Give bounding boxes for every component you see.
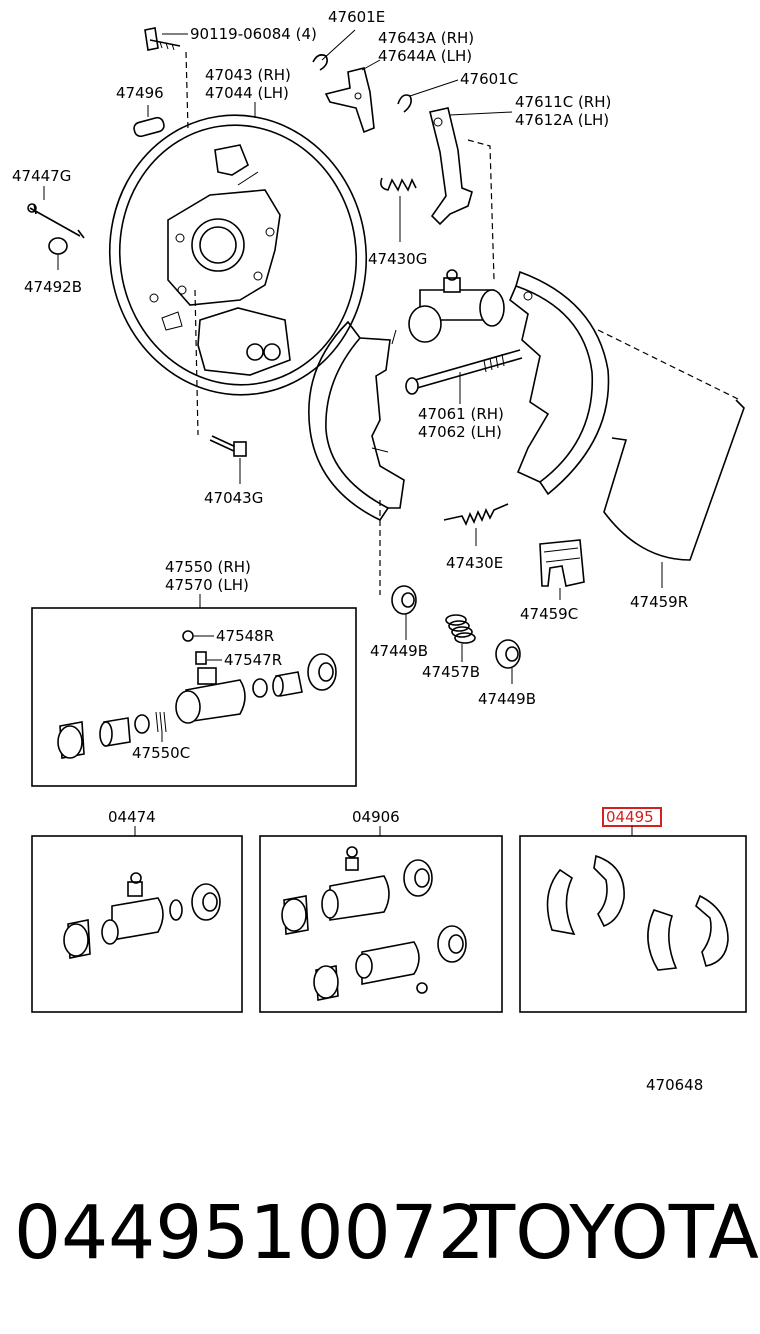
spring-47457b: 47457B [422,614,480,681]
label-47459r: 47459R [630,593,688,611]
diagram-code: 470648 [646,1076,703,1094]
label-47062: 47062 (LH) [418,423,502,441]
label-47492b: 47492B [24,278,82,296]
label-47449b-1: 47449B [370,642,428,660]
clip-47601e: 47601E [312,8,385,71]
spring-47430g: 47430G [368,177,427,268]
label-47570: 47570 (LH) [165,576,249,594]
label-47459c: 47459C [520,605,578,623]
backing-plate [108,114,368,396]
label-47447g: 47447G [12,167,71,185]
label-47043: 47043 (RH) [205,66,291,84]
label-04474: 04474 [108,808,156,826]
pin-47447g: 47447G [12,167,85,239]
cup-47449b-2: 47449B [478,639,536,708]
bracket-47643a: 47643A (RH) 47644A (LH) [324,29,474,134]
label-47550c: 47550C [132,744,190,762]
label-47612a: 47612A (LH) [515,111,609,129]
label-47550: 47550 (RH) [165,558,251,576]
cup-47449b-1: 47449B [370,585,428,660]
wheel-cylinder [408,269,505,343]
box-04474-kit: 04474 [31,808,243,1013]
label-47601c: 47601C [460,70,518,88]
label-47043g: 47043G [204,489,263,507]
brake-shoe-left [308,320,405,522]
box-47550-cylinder-assy: 47550 (RH) 47570 (LH) 47548R 47547R 4755… [31,558,357,787]
pin-guide-line-plate [194,289,199,436]
cup-47492b: 47492B [24,237,82,296]
label-04906: 04906 [352,808,400,826]
box-04906-kit: 04906 [259,808,503,1013]
label-47547r: 47547R [224,651,282,669]
cable-guide-line [597,329,741,401]
label-47061: 47061 (RH) [418,405,504,423]
clip-47601c: 47601C [397,70,518,113]
cable-47459r: 47459R [603,399,745,611]
spring-47430e: 47430E [443,503,509,572]
label-47643a: 47643A (RH) [378,29,474,47]
box-04495-shoe-kit: 04495 [519,807,747,1013]
bolt-90119: 90119-06084 (4) [144,25,317,131]
label-group-47043: 47043 (RH) 47044 (LH) [205,66,291,118]
label-bolt-qty: 90119-06084 (4) [190,25,317,43]
label-47611c: 47611C (RH) [515,93,611,111]
adjuster-47061: 47061 (RH) 47062 (LH) [405,349,523,441]
part-number: 0449510072 [14,1190,485,1276]
bolt-47043g: 47043G [204,435,263,507]
label-47457b: 47457B [422,663,480,681]
label-47430g: 47430G [368,250,427,268]
brake-shoe-right [509,270,610,496]
label-47601e: 47601E [328,8,385,26]
label-47548r: 47548R [216,627,274,645]
lever-47611c: 47611C (RH) 47612A (LH) [429,93,611,281]
label-47449b-2: 47449B [478,690,536,708]
label-47496: 47496 [116,84,164,102]
label-47044: 47044 (LH) [205,84,289,102]
retainer-47459c: 47459C [520,539,585,623]
brand-name: TOYOTA [470,1190,759,1276]
label-47430e: 47430E [446,554,503,572]
label-04495[interactable]: 04495 [606,808,654,826]
label-47644a: 47644A (LH) [378,47,472,65]
pin-47496: 47496 [116,84,165,138]
